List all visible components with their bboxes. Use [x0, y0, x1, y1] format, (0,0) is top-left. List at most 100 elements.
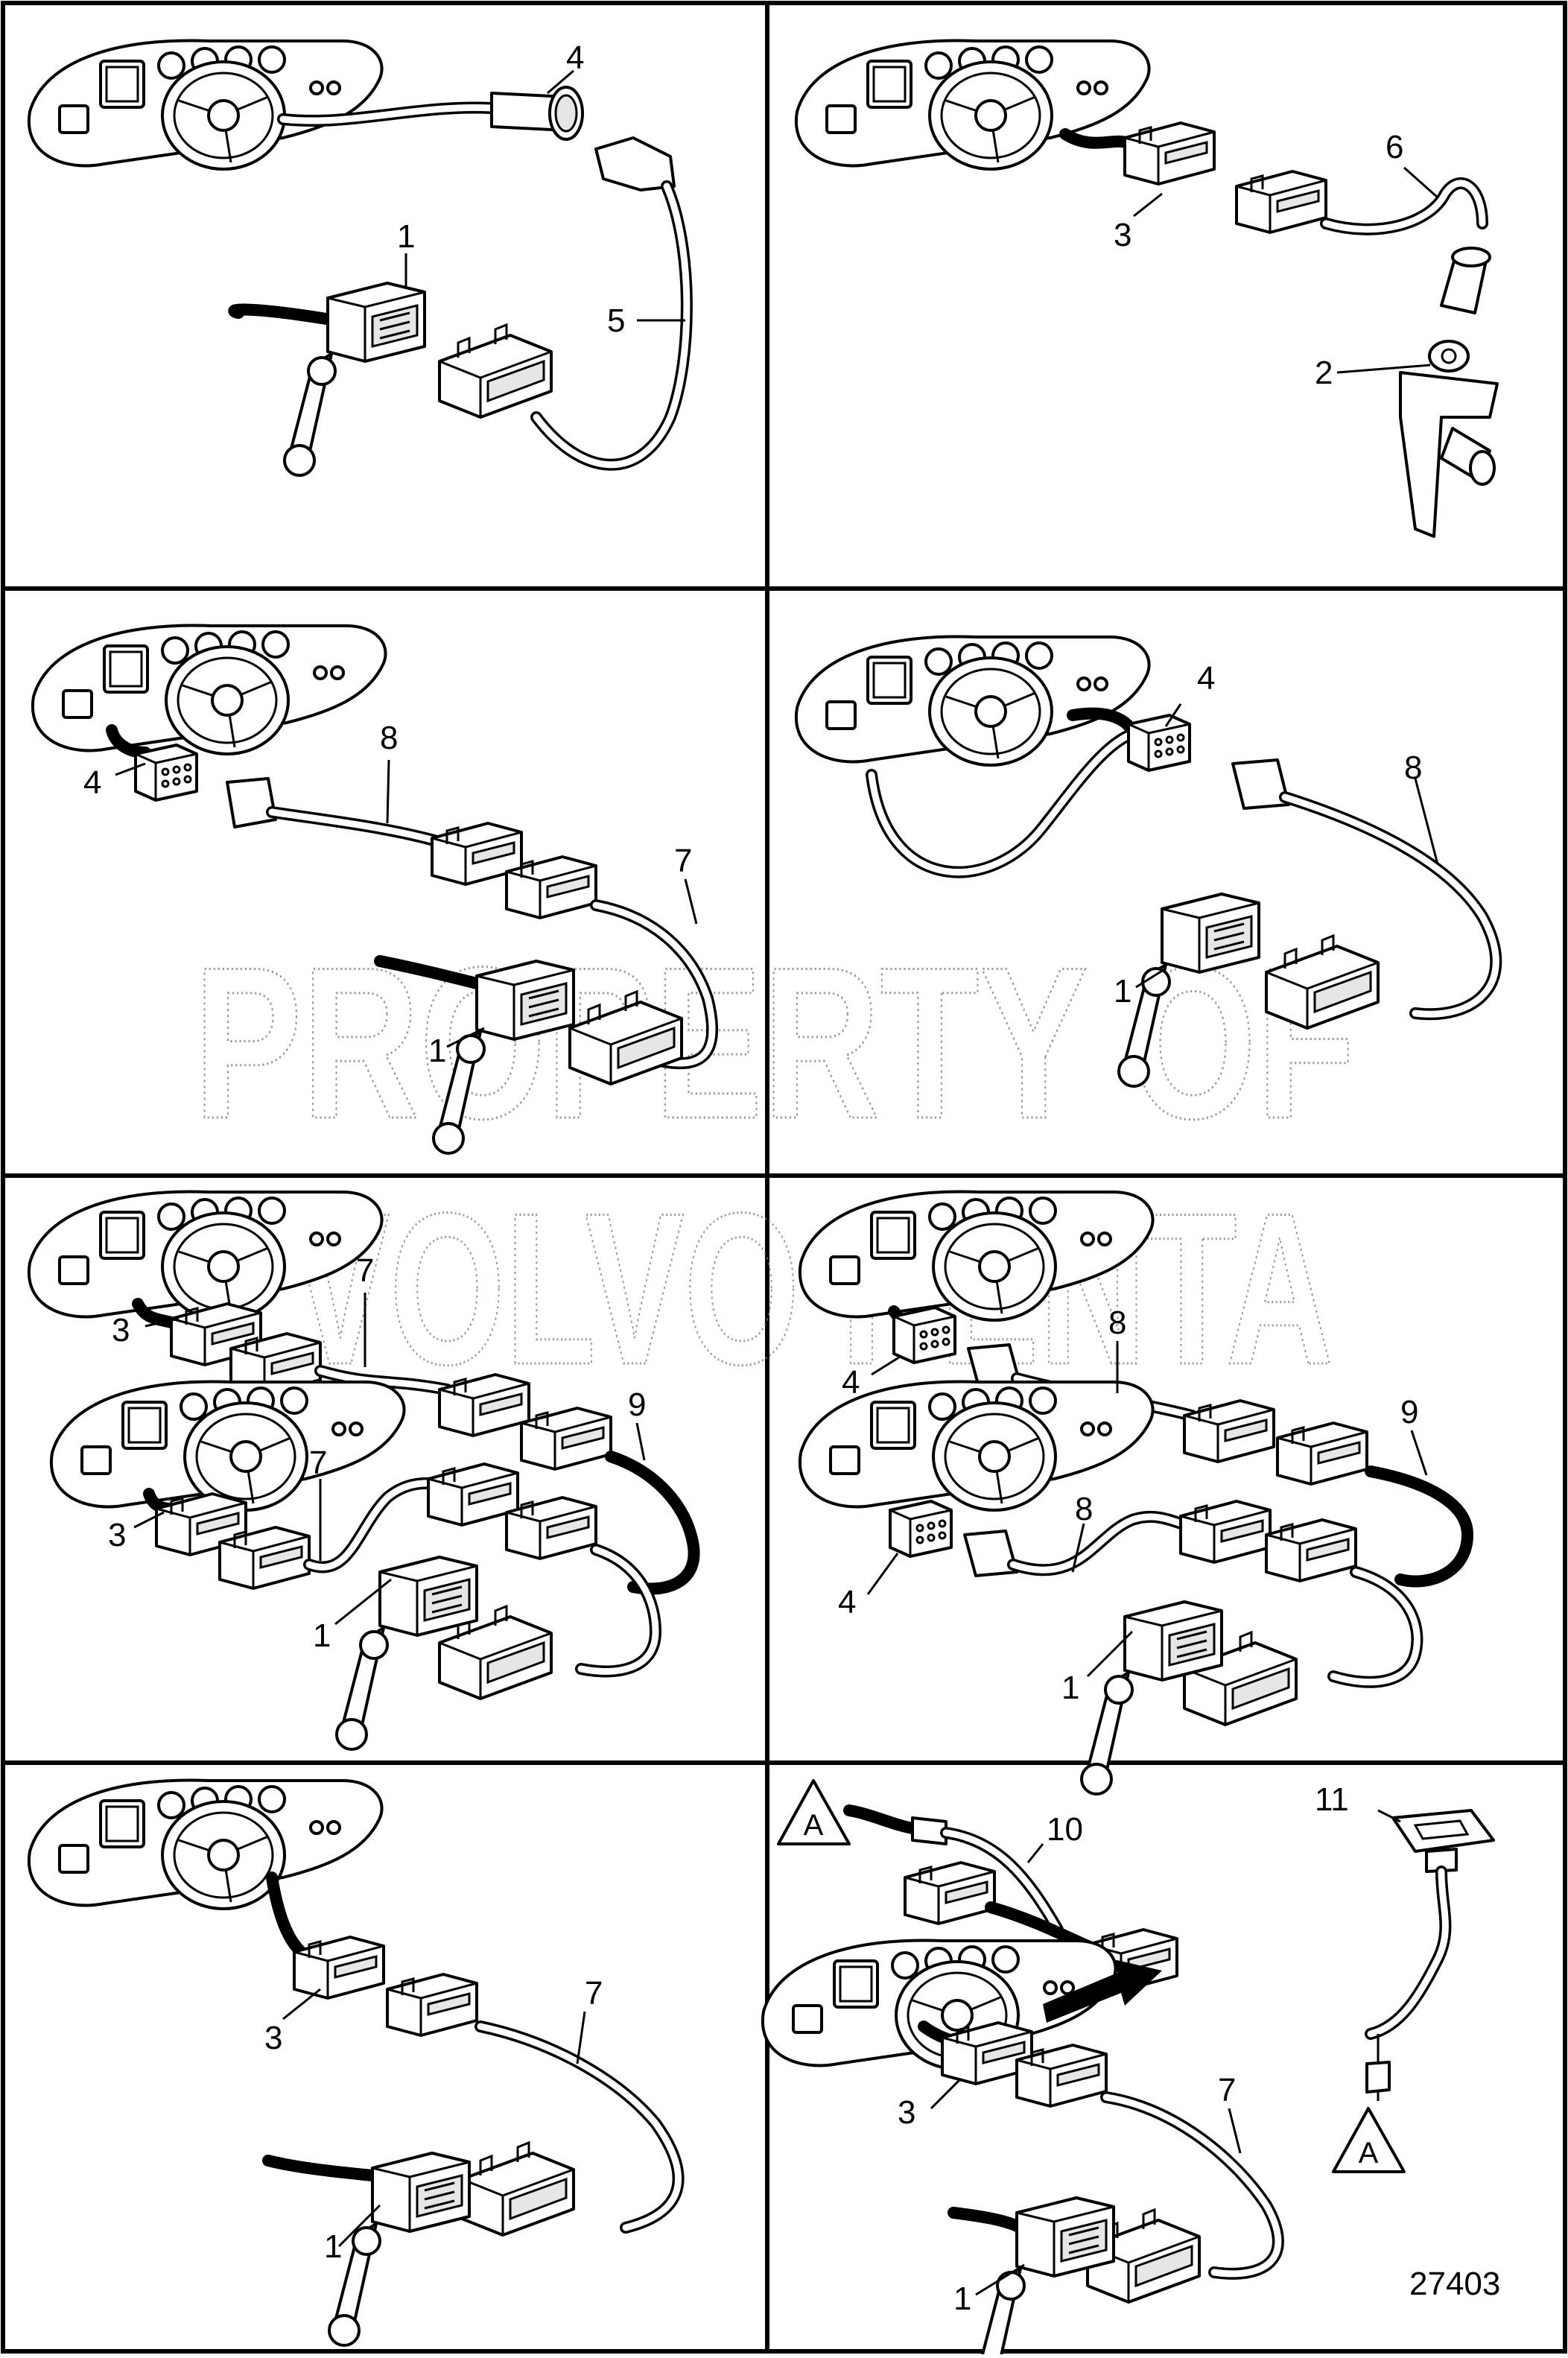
- leader-line: [1336, 364, 1431, 374]
- control-unit: [328, 2152, 471, 2347]
- harness-connector: [1123, 121, 1216, 186]
- callout-label: 2: [1315, 355, 1333, 391]
- callout-label: 3: [108, 1517, 126, 1553]
- leader-line: [133, 1511, 165, 1529]
- harness-connector: [505, 1496, 597, 1560]
- panel-2: 6 3 2: [794, 39, 1499, 538]
- reference-marker-a: A: [1332, 2107, 1406, 2173]
- leader-line: [1135, 967, 1167, 989]
- helm-dashboard: [794, 39, 1151, 171]
- leader-line: [1377, 1809, 1401, 1823]
- callout-label: 10: [1047, 1811, 1083, 1848]
- helm-dashboard: [27, 1778, 384, 1910]
- leader-line: [930, 2077, 962, 2110]
- leader-line: [334, 1578, 392, 1626]
- callout-label: 1: [1061, 1670, 1079, 1706]
- leader-line: [115, 762, 146, 776]
- leader-line: [866, 1553, 899, 1595]
- harness-connector: [1235, 170, 1327, 234]
- callout-label: 3: [264, 2020, 282, 2056]
- watermark: PROPERTY OF VOLVO PENTA: [193, 922, 1357, 1411]
- cable-plug: [963, 1530, 1018, 1577]
- harness-connector: [520, 1407, 612, 1471]
- junction-box: [1127, 714, 1191, 772]
- reference-marker-a: A: [777, 1779, 851, 1845]
- helm-dashboard: [49, 1380, 406, 1512]
- leader-line: [145, 1317, 180, 1328]
- leader-line: [1026, 1843, 1044, 1863]
- cable-plug: [226, 777, 277, 828]
- panel-8: A 10 11 A: [761, 1779, 1500, 2358]
- terminal-block: [460, 2141, 575, 2237]
- round-plug: [490, 86, 676, 191]
- callout-label: 9: [1400, 1394, 1418, 1430]
- leader-line: [1410, 1430, 1428, 1476]
- panel-3: 8 4 7 1: [31, 624, 719, 1155]
- callout-label: 7: [309, 1445, 327, 1481]
- leader-line: [1164, 703, 1182, 727]
- callout-label: 8: [1108, 1305, 1126, 1341]
- harness-connector: [386, 1973, 478, 2037]
- inline-fuse: [1365, 2061, 1391, 2094]
- leader-line: [1414, 778, 1439, 865]
- callout-label: 3: [112, 1312, 130, 1348]
- callout-label: 4: [83, 764, 101, 801]
- leader-line: [1071, 1523, 1085, 1573]
- junction-box: [134, 744, 198, 802]
- callout-label: 8: [1075, 1491, 1093, 1527]
- junction-box: [889, 1500, 953, 1558]
- panel-1: 4 1 5: [27, 39, 693, 477]
- leader-line: [547, 69, 574, 95]
- callout-label: 1: [313, 1617, 331, 1654]
- callout-label: 3: [1114, 217, 1131, 253]
- mounting-bracket: [1399, 340, 1499, 538]
- svg-text:A: A: [1359, 2137, 1379, 2170]
- leader-line: [635, 1422, 646, 1461]
- panel-4: 4 8 1: [794, 635, 1502, 1088]
- callout-label: 4: [842, 1364, 860, 1401]
- callout-label: 5: [607, 302, 625, 339]
- callout-label: 3: [898, 2094, 915, 2131]
- leader-line: [1086, 1630, 1134, 1678]
- callout-label: 7: [674, 843, 692, 879]
- leader-line: [1403, 166, 1438, 199]
- harness-connector: [1276, 1422, 1368, 1486]
- harness-connector: [1183, 1399, 1275, 1463]
- callout-label: 4: [1197, 660, 1215, 697]
- leader-line: [337, 2204, 381, 2248]
- helm-dashboard: [798, 1380, 1155, 1512]
- panel-6: 8 4 9 8 4 1: [798, 1190, 1473, 1796]
- callout-label: 11: [1315, 1781, 1349, 1818]
- display-module: [1391, 1809, 1495, 1873]
- callout-label: 1: [324, 2228, 342, 2265]
- helm-dashboard: [27, 39, 384, 171]
- panel-5: 7 9 3 7 3 1: [27, 1190, 700, 1751]
- callout-label: 1: [428, 1033, 446, 1069]
- panel-7: 7 3 1: [27, 1778, 685, 2347]
- harness-connector: [427, 1462, 519, 1527]
- direction-arrow: [1043, 1959, 1162, 2023]
- leader-line: [975, 2263, 1025, 2296]
- callout-label: 9: [628, 1386, 646, 1423]
- leader-line: [1228, 2108, 1242, 2154]
- helm-dashboard: [794, 635, 1151, 767]
- cable-plug: [1231, 758, 1290, 810]
- figure-number: 27403: [1409, 2266, 1500, 2302]
- callout-label: 7: [585, 1975, 603, 2012]
- inline-connector: [911, 1816, 948, 1845]
- helm-dashboard: [31, 624, 387, 755]
- leader-line: [446, 1027, 485, 1048]
- svg-text:A: A: [804, 1809, 824, 1842]
- harness-connector: [1265, 1518, 1357, 1582]
- callout-label: 6: [1386, 129, 1403, 165]
- callout-label: 4: [566, 39, 584, 76]
- callout-label: 1: [397, 218, 415, 255]
- leader-line: [282, 1988, 321, 2021]
- leader-line: [684, 878, 698, 925]
- terminal-block: [438, 323, 553, 419]
- callout-label: 1: [953, 2281, 971, 2317]
- harness-connector: [904, 1861, 996, 1925]
- callout-label: 8: [380, 720, 398, 756]
